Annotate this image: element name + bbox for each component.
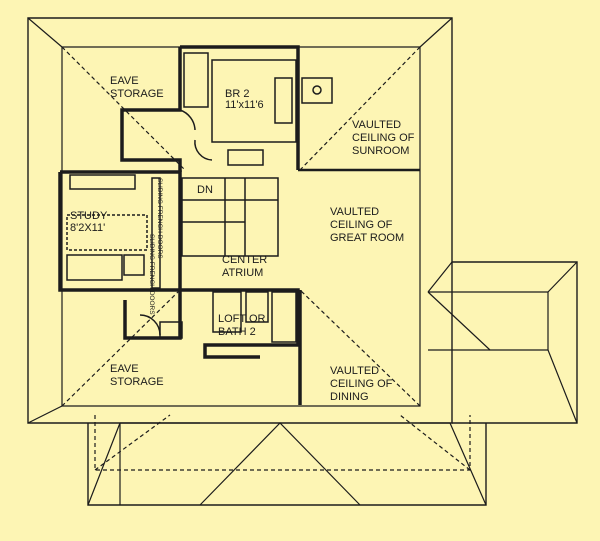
room-label-center-atrium: CENTER ATRIUM — [222, 254, 267, 279]
loft-bath-line1: LOFT OR — [218, 313, 266, 325]
vaulted-dining-line3: DINING — [330, 391, 369, 403]
interior-walls — [66, 52, 333, 343]
eave-storage-top-line1: EAVE — [110, 75, 139, 87]
room-label-br2: BR 2 11'x11'6 — [225, 88, 264, 111]
room-label-study: STUDY 8'2X11' — [70, 210, 108, 234]
sliding-french-doors-top: SLIDING FRENCH DOORS — [156, 178, 163, 259]
vaulted-dining-line1: VAULTED — [330, 365, 379, 377]
eave-storage-bottom-line1: EAVE — [110, 363, 139, 375]
vaulted-dining-line2: CEILING OF — [330, 378, 393, 390]
br2-name: BR 2 — [225, 88, 249, 100]
room-label-vaulted-sunroom: VAULTED CEILING OF SUNROOM — [352, 119, 415, 157]
vaulted-great-room-line2: CEILING OF — [330, 219, 393, 231]
sliding-french-doors-bottom: SLIDING FRENCH DOORS — [148, 234, 155, 315]
stair-down-label: DN — [197, 184, 213, 196]
walls — [58, 45, 420, 405]
eave-storage-bottom-line2: STORAGE — [110, 376, 164, 388]
eave-storage-top-line2: STORAGE — [110, 88, 164, 100]
center-atrium-line1: CENTER — [222, 254, 267, 266]
study-dimensions: 8'2X11' — [70, 222, 105, 234]
vaulted-sunroom-line3: SUNROOM — [352, 145, 409, 157]
vaulted-sunroom-line1: VAULTED — [352, 119, 401, 131]
center-atrium-line2: ATRIUM — [222, 267, 263, 279]
vaulted-great-room-line1: VAULTED — [330, 206, 379, 218]
room-label-vaulted-great-room: VAULTED CEILING OF GREAT ROOM — [330, 206, 404, 244]
room-label-eave-storage-top: EAVE STORAGE — [110, 75, 164, 100]
room-label-vaulted-dining: VAULTED CEILING OF DINING — [330, 365, 393, 403]
roof-outline — [27, 17, 578, 506]
room-label-loft-bath: LOFT OR BATH 2 — [218, 313, 266, 338]
br2-dimensions: 11'x11'6 — [225, 99, 264, 111]
room-label-eave-storage-bottom: EAVE STORAGE — [110, 363, 164, 388]
vaulted-great-room-line3: GREAT ROOM — [330, 232, 404, 244]
loft-bath-line2: BATH 2 — [218, 326, 256, 338]
vaulted-sunroom-line2: CEILING OF — [352, 132, 415, 144]
study-name: STUDY — [70, 210, 108, 222]
